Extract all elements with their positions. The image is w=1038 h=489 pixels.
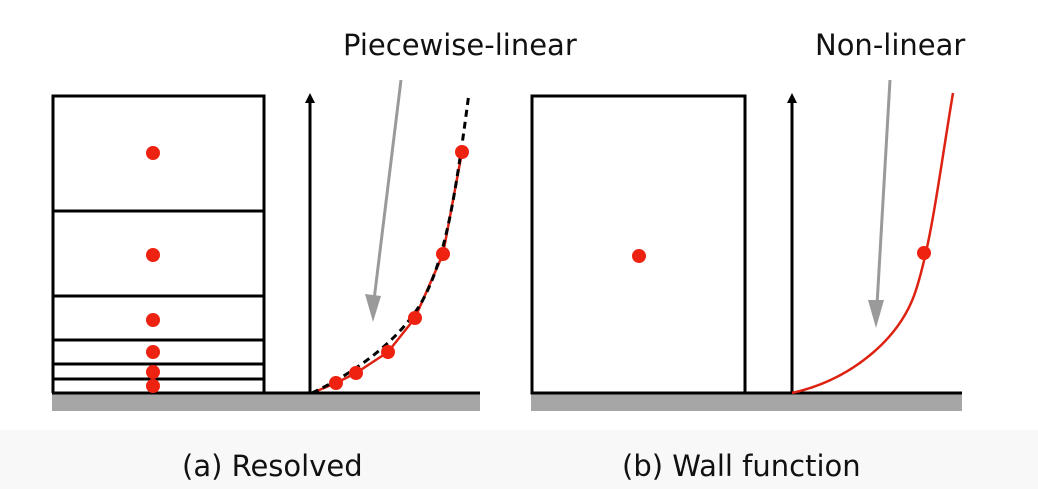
profile-point (917, 246, 931, 260)
cell-center-point (146, 248, 160, 262)
cell-center-point (146, 146, 160, 160)
cell-center-point (146, 365, 160, 379)
mesh-cells-a (51, 94, 266, 393)
cell-center-point (146, 345, 160, 359)
annotation-arrowhead-b (868, 300, 884, 328)
profile-point (329, 376, 343, 390)
cell-centers-a (146, 146, 160, 393)
caption-wall-function: (b) Wall function (622, 449, 861, 483)
caption-band (0, 430, 1038, 489)
profile-point (455, 145, 469, 159)
annotation-arrow-b (875, 79, 892, 306)
annotation-piecewise: Piecewise-linear (343, 28, 577, 62)
panel-resolved: Piecewise-linear (a) Resolved (51, 28, 577, 483)
annotation-nonlinear: Non-linear (815, 28, 965, 62)
wall-a (52, 393, 480, 411)
nonlinear-profile-b (791, 92, 955, 395)
profile-points-a (329, 145, 469, 390)
mesh-cell (530, 94, 747, 395)
cell-center-point (632, 249, 646, 263)
cell-center-point (146, 313, 160, 327)
wall-b (531, 393, 962, 411)
profile-point (381, 345, 395, 359)
panel-wall-function: Non-linear (b) Wall function (530, 28, 965, 483)
profile-point (436, 247, 450, 261)
caption-resolved: (a) Resolved (182, 449, 363, 483)
annotation-arrow-a (372, 79, 403, 301)
profile-point (408, 311, 422, 325)
annotation-arrowhead-a (365, 294, 381, 322)
profile-point (349, 366, 363, 380)
exact-profile-dashed-a (311, 92, 471, 395)
cell-center-point (146, 379, 160, 393)
